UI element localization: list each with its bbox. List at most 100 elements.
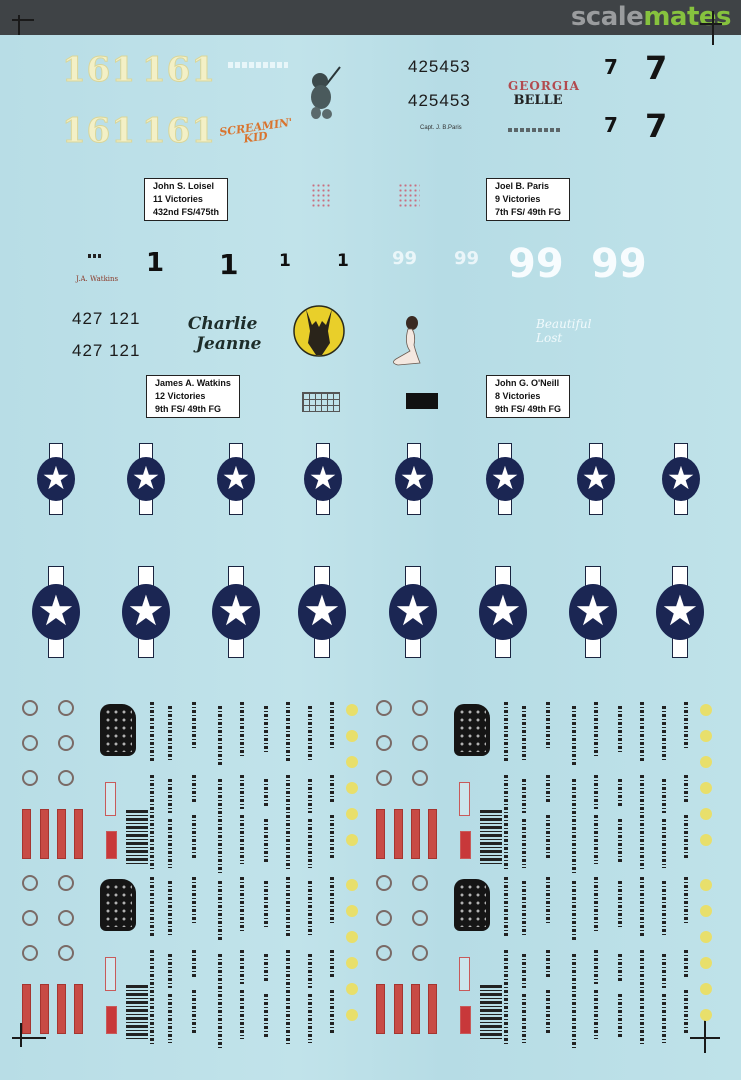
decal-red-stencil-strip	[74, 809, 83, 859]
decal-stencil-text	[572, 706, 576, 766]
decal-number-99-large: 99	[591, 241, 647, 287]
victory-box-watkins: James A. Watkins 12 Victories 9th FS/ 49…	[146, 375, 240, 418]
victory-box-oneill: John G. O'Neill 8 Victories 9th FS/ 49th…	[486, 375, 571, 418]
insignia-star-roundel: ★	[127, 443, 165, 515]
decal-stencil-text	[640, 877, 644, 937]
insignia-star-roundel: ★	[656, 566, 704, 658]
decal-stencil-text	[168, 994, 172, 1043]
decal-number-7-large: 7	[645, 107, 668, 145]
decal-gauge-ring	[376, 700, 392, 716]
decal-number-161: 161	[142, 111, 216, 152]
scalemates-logo[interactable]: scalemates	[571, 2, 732, 32]
decal-gauge-ring	[58, 700, 74, 716]
decal-stencil-text	[240, 877, 244, 931]
decal-stencil-text	[264, 819, 268, 862]
decal-stencil-text	[286, 877, 290, 937]
decal-yellow-dot	[346, 756, 358, 768]
decal-beautiful-lost: Beautiful Lost	[536, 317, 592, 345]
star-icon: ★	[661, 586, 699, 634]
decal-stencil-text	[330, 702, 334, 750]
decal-stencil-text	[684, 775, 688, 803]
decal-red-stencil-strip	[394, 984, 403, 1034]
star-icon: ★	[131, 460, 161, 497]
decal-stencil-text	[218, 881, 222, 941]
decal-yellow-dot	[346, 957, 358, 969]
decal-yellow-dot	[346, 983, 358, 995]
decal-red-stencil-strip	[22, 809, 31, 859]
decal-red-solid-placard	[460, 1006, 471, 1034]
decal-number-1: 1	[337, 251, 349, 271]
decal-red-stencil-strip	[411, 984, 420, 1034]
decal-stencil-text	[684, 950, 688, 978]
decal-stencil-text	[546, 990, 550, 1033]
insignia-disc	[122, 584, 170, 640]
insignia-disc	[298, 584, 346, 640]
insignia-disc	[395, 457, 433, 501]
decal-yellow-dot	[700, 1009, 712, 1021]
decal-stencil-text	[522, 954, 526, 988]
star-icon: ★	[666, 460, 696, 497]
decal-stencil-text	[662, 994, 666, 1043]
insignia-star-roundel: ★	[298, 566, 346, 658]
decal-stencil-text	[218, 819, 222, 874]
decal-gauge-ring	[22, 875, 38, 891]
decal-stencil-text	[192, 990, 196, 1033]
decal-stencil-text	[192, 950, 196, 978]
decal-stencil-text	[594, 775, 598, 809]
decal-stencil-text	[240, 990, 244, 1039]
decal-kill-marks-grid-large	[302, 392, 340, 412]
decal-yellow-dot	[700, 730, 712, 742]
insignia-disc	[486, 457, 524, 501]
decal-number-1: 1	[146, 248, 165, 278]
decal-stencil-block	[480, 985, 502, 1041]
insignia-star-roundel: ★	[577, 443, 615, 515]
decal-stencil-text	[218, 994, 222, 1049]
decal-number-99-large: 99	[508, 241, 564, 287]
decal-stencil-text	[168, 706, 172, 760]
decal-instrument-panel	[454, 704, 490, 756]
decal-number-7-small: 7	[604, 113, 618, 137]
decal-stencil-text	[572, 994, 576, 1049]
decal-instrument-panel	[100, 879, 136, 931]
insignia-star-roundel: ★	[32, 566, 80, 658]
decal-stencil-text	[522, 706, 526, 760]
decal-pilot-caption: Capt. J. B.Paris	[420, 125, 462, 131]
decal-stencil-text	[308, 819, 312, 868]
decal-red-stencil-strip	[428, 809, 437, 859]
decal-stencil-text	[150, 702, 154, 762]
decal-stencil-text	[330, 950, 334, 978]
decal-gauge-ring	[58, 945, 74, 961]
decal-stencil-text	[308, 779, 312, 813]
decal-stencil-text	[308, 954, 312, 988]
decal-red-outline-placard	[459, 782, 470, 816]
decal-stencil-text	[168, 881, 172, 935]
decal-gauge-ring	[58, 735, 74, 751]
decal-stencil-text	[522, 779, 526, 813]
decal-red-stencil-strip	[57, 809, 66, 859]
decal-stencil-text	[594, 815, 598, 864]
decal-stencil-text	[662, 954, 666, 988]
decal-stencil-text	[168, 779, 172, 813]
insignia-disc	[662, 457, 700, 501]
victory-box-paris: Joel B. Paris 9 Victories 7th FS/ 49th F…	[486, 178, 571, 221]
decal-stencil-text	[330, 990, 334, 1033]
decal-number-99-small: 99	[454, 248, 480, 269]
insignia-disc	[389, 584, 437, 640]
decal-stencil-text	[546, 815, 550, 858]
decal-yellow-dot	[700, 834, 712, 846]
decal-stencil-text	[308, 706, 312, 760]
decal-stencil-text	[168, 954, 172, 988]
decal-stencil-text	[522, 819, 526, 868]
decal-stencil-text	[330, 877, 334, 925]
insignia-disc	[304, 457, 342, 501]
decal-small-white-text	[228, 62, 288, 68]
decal-screamin-kid: SCREAMIN' KID	[218, 115, 294, 146]
decal-stencil-text	[572, 779, 576, 819]
insignia-star-roundel: ★	[217, 443, 255, 515]
decal-charlie-jeanne: Charlie Jeanne	[187, 314, 262, 354]
decal-serial-427121: 427 121	[72, 341, 141, 360]
decal-gauge-ring	[412, 735, 428, 751]
decal-stencil-text	[640, 775, 644, 815]
decal-red-outline-placard	[459, 957, 470, 991]
decal-gauge-ring	[412, 875, 428, 891]
